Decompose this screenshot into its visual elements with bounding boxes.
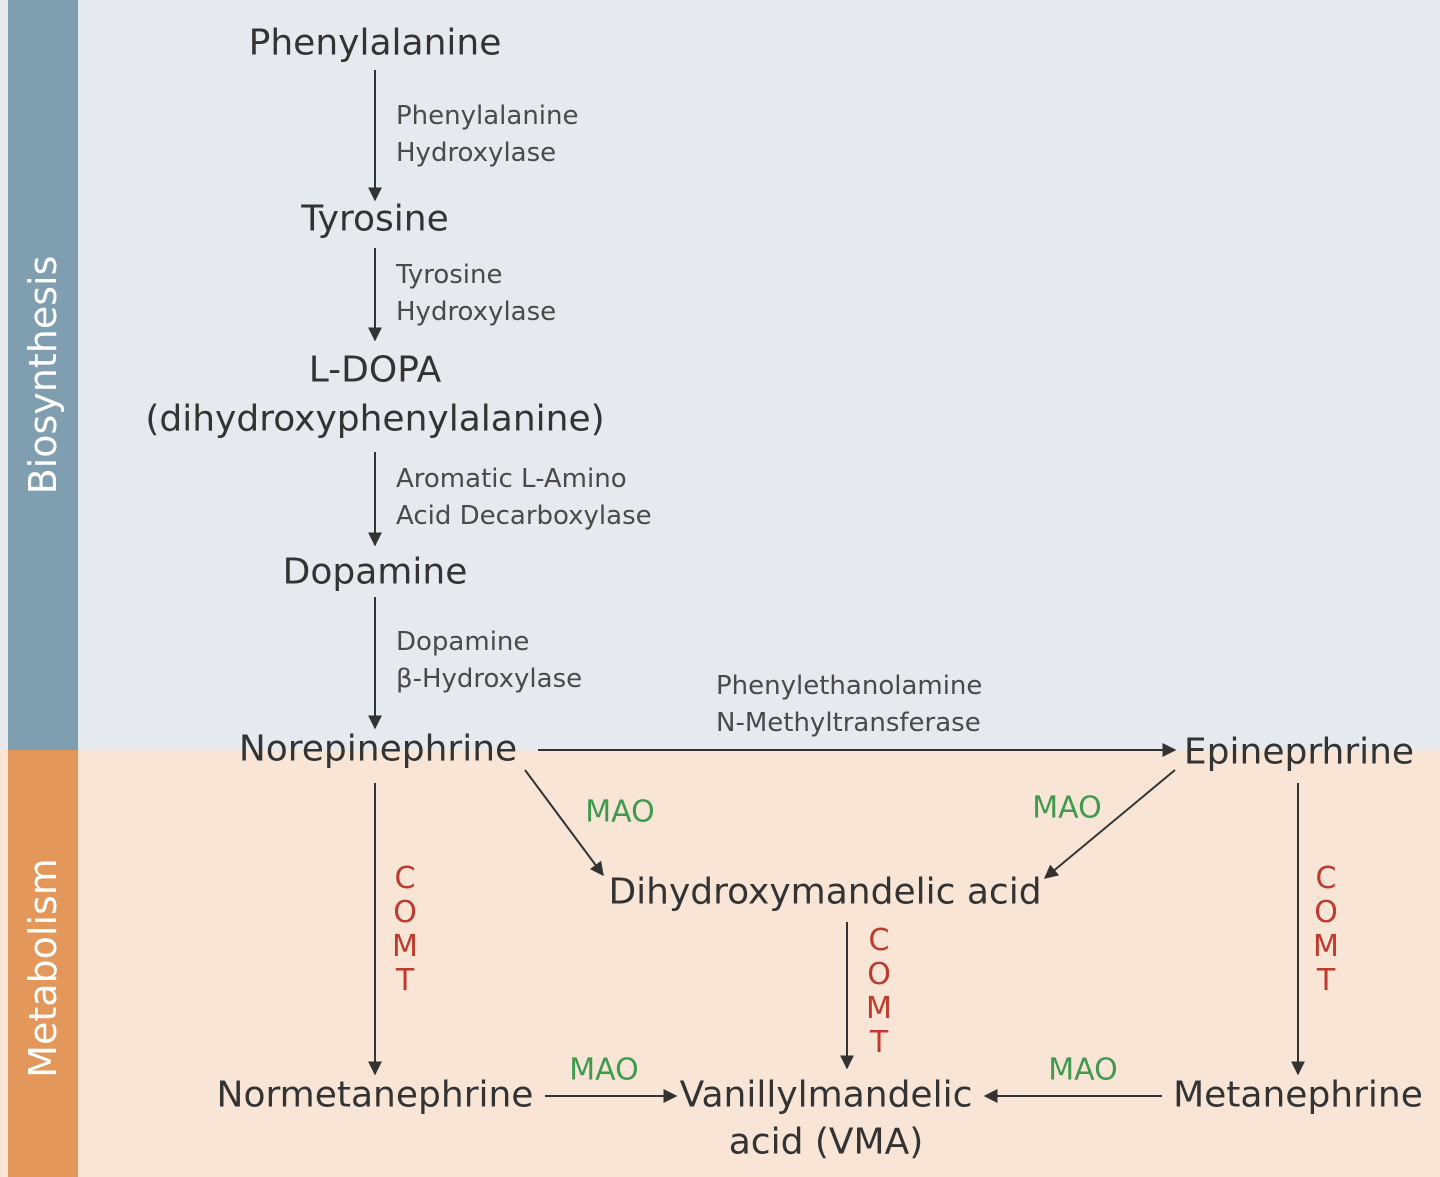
- enzyme-label-line: Hydroxylase: [396, 138, 557, 168]
- node-dopamine: Dopamine: [282, 551, 468, 593]
- node-metanephrine: Metanephrine: [1173, 1074, 1423, 1116]
- biosynthesis-sidebar: [8, 0, 78, 750]
- node-ldopa: L-DOPA: [308, 349, 442, 391]
- enzyme-dopamine-beta-hydroxylase: Dopamine β-Hydroxylase: [396, 624, 582, 698]
- node-phenylalanine: Phenylalanine: [248, 22, 502, 64]
- enzyme-mao-norepinephrine: MAO: [585, 794, 655, 830]
- enzyme-mao-epinephrine: MAO: [1032, 790, 1102, 826]
- metabolism-region: [0, 750, 1440, 1177]
- enzyme-aromatic-amino-acid-decarboxylase: Aromatic L-Amino Acid Decarboxylase: [396, 461, 652, 535]
- biosynthesis-region: [0, 0, 1440, 750]
- enzyme-label-line: Phenylalanine: [396, 101, 579, 131]
- enzyme-mao-normetanephrine: MAO: [569, 1052, 639, 1088]
- enzyme-comt-dihydroxymandelic: COMT: [866, 923, 892, 1060]
- enzyme-label-line: Hydroxylase: [396, 297, 557, 327]
- enzyme-label-line: Acid Decarboxylase: [396, 501, 652, 531]
- enzyme-label-line: N-Methyltransferase: [716, 708, 981, 738]
- node-epinephrine: Epineprhrine: [1183, 731, 1415, 773]
- enzyme-tyrosine-hydroxylase: Tyrosine Hydroxylase: [396, 257, 556, 331]
- node-vma: Vanillylmandelic: [679, 1074, 973, 1116]
- node-vma-abbrev: acid (VMA): [728, 1121, 924, 1163]
- metabolism-sidebar: [8, 750, 78, 1177]
- arrow-epi-dhma: [1043, 769, 1176, 879]
- node-tyrosine: Tyrosine: [301, 198, 449, 240]
- enzyme-comt-norepinephrine: COMT: [392, 861, 418, 998]
- enzyme-label-line: Dopamine: [396, 627, 530, 657]
- enzyme-pnmt: Phenylethanolamine N-Methyltransferase: [716, 668, 982, 742]
- enzyme-phenylalanine-hydroxylase: Phenylalanine Hydroxylase: [396, 98, 579, 172]
- enzyme-label-line: Aromatic L-Amino: [396, 464, 627, 494]
- enzyme-comt-epinephrine: COMT: [1313, 861, 1339, 998]
- node-ldopa-fullname: (dihydroxyphenylalanine): [145, 398, 605, 440]
- node-norepinephrine: Norepinephrine: [238, 728, 518, 770]
- enzyme-label-line: Phenylethanolamine: [716, 671, 983, 701]
- node-normetanephrine: Normetanephrine: [216, 1074, 534, 1116]
- node-dihydroxymandelic-acid: Dihydroxymandelic acid: [608, 871, 1042, 913]
- arrow-ne-dhma: [524, 769, 604, 877]
- enzyme-label-line: β-Hydroxylase: [396, 664, 583, 694]
- enzyme-label-line: Tyrosine: [396, 260, 503, 290]
- enzyme-mao-metanephrine: MAO: [1048, 1052, 1118, 1088]
